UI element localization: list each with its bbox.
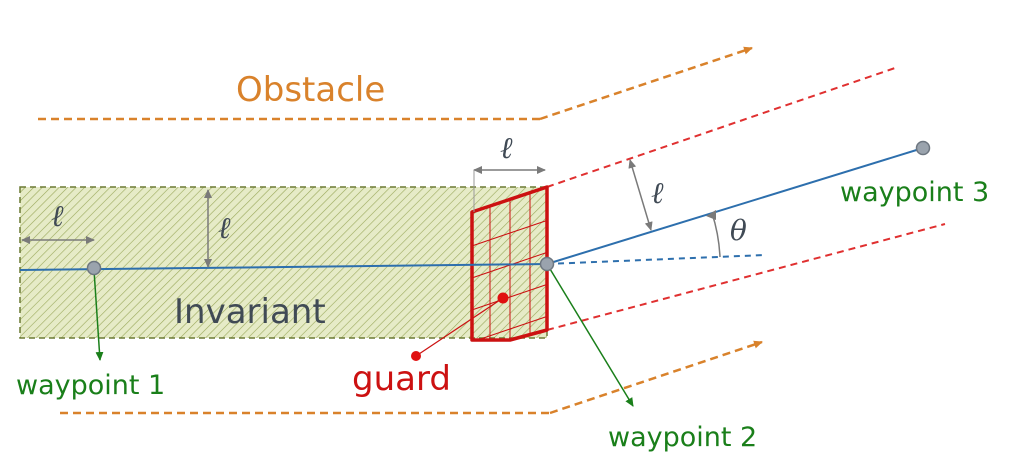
guard-leader	[415, 297, 504, 357]
waypoint-1-leader	[93, 269, 104, 361]
waypoint-2-dot	[539, 256, 555, 272]
corridor-line-lower	[546, 223, 946, 331]
obstacle-boundary-bottom	[60, 340, 763, 415]
ell-dimension-top	[473, 166, 546, 212]
guard-label: guard	[352, 359, 451, 399]
obstacle-boundary-top	[38, 46, 753, 121]
invariant-label: Invariant	[174, 292, 326, 332]
ell-label-diagonal: ℓ	[651, 176, 664, 211]
path-segment-2	[546, 147, 924, 265]
obstacle-label: Obstacle	[236, 70, 385, 110]
guard-label-dot	[411, 351, 421, 361]
guard-point	[497, 292, 509, 304]
corridor-line-upper	[546, 67, 896, 188]
path-segment-1	[19, 263, 548, 271]
waypoint-2-leader	[546, 263, 634, 407]
ell-label-left: ℓ	[51, 199, 64, 234]
waypoint-3-label: waypoint 3	[840, 177, 989, 208]
theta-label: θ	[730, 214, 747, 247]
waypoint-3-dot	[915, 140, 931, 156]
theta-arc-arrowhead	[706, 210, 716, 220]
waypoint-1-dot	[86, 260, 102, 276]
ell-label-top: ℓ	[500, 131, 513, 166]
waypoint-2-label: waypoint 2	[608, 422, 757, 453]
invariant-region	[19, 186, 548, 339]
waypoint-1-label: waypoint 1	[16, 370, 165, 401]
ell-dimension-diagonal	[628, 159, 653, 231]
path-extension-dashed	[546, 254, 766, 265]
ell-label-vertical: ℓ	[218, 211, 231, 246]
